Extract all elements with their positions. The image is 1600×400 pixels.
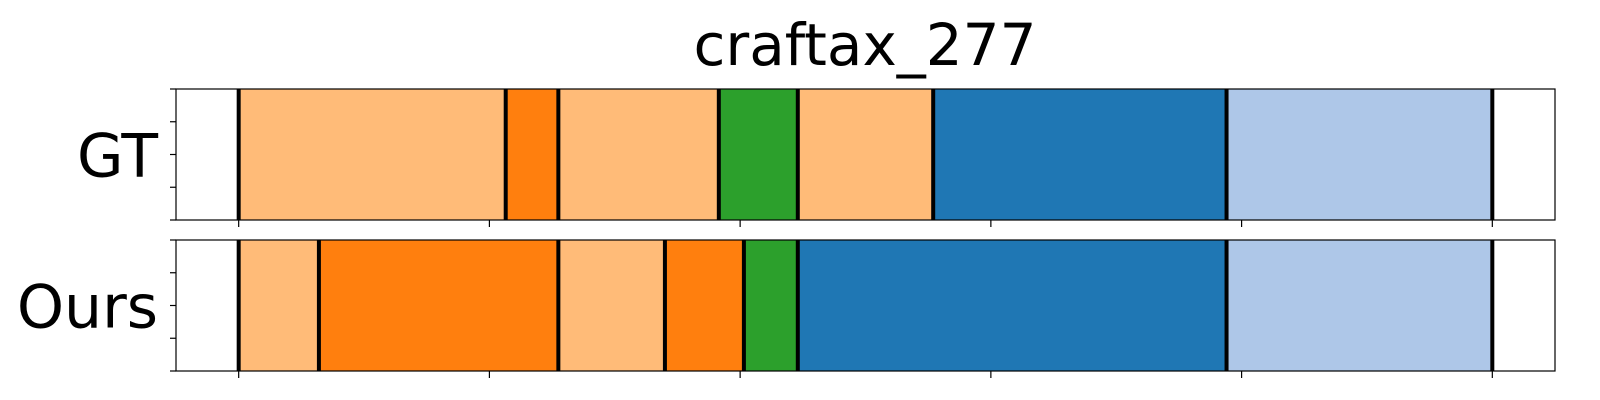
segment-gt-3 — [718, 89, 798, 220]
segment-gt-5 — [933, 89, 1227, 220]
row-ours: Ours — [17, 239, 1556, 378]
segment-gt-4 — [797, 89, 934, 220]
segment-gt-0 — [238, 89, 506, 220]
segment-ours-1 — [318, 240, 559, 371]
row-gt: GT — [77, 88, 1556, 227]
segment-ours-3 — [664, 240, 744, 371]
segment-gt-6 — [1226, 89, 1493, 220]
segment-ours-0 — [238, 240, 319, 371]
segment-ours-5 — [797, 240, 1227, 371]
row-label-gt: GT — [77, 122, 158, 192]
segment-ours-2 — [558, 240, 665, 371]
segment-ours-6 — [1226, 240, 1493, 371]
segment-gt-2 — [558, 89, 719, 220]
chart-title: craftax_277 — [694, 11, 1037, 79]
row-label-ours: Ours — [17, 273, 158, 343]
segment-ours-4 — [743, 240, 798, 371]
segment-gt-1 — [505, 89, 559, 220]
